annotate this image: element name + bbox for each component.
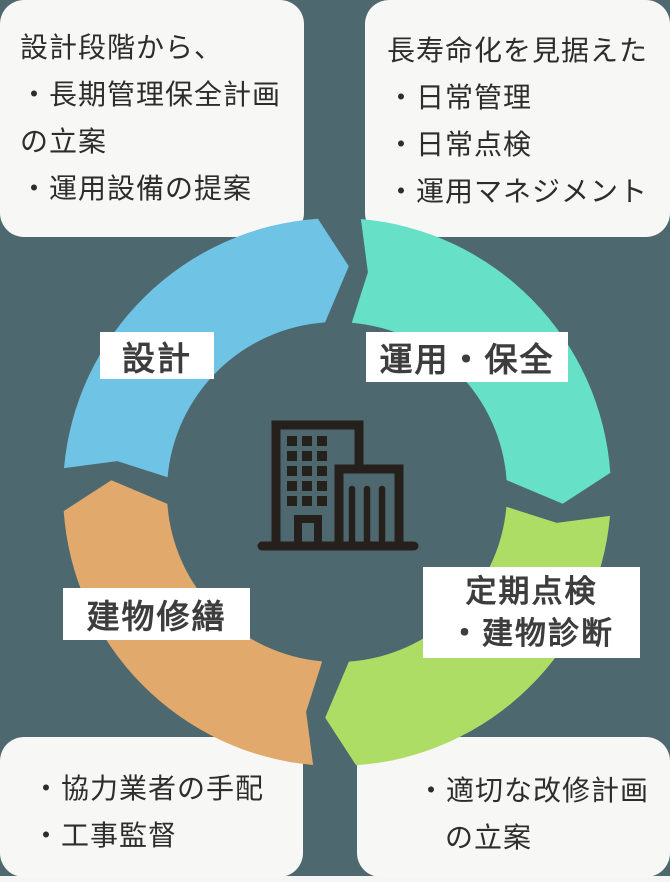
note-line: 設計段階から、 <box>20 32 224 63</box>
cycle-label-text: 設計 <box>122 339 192 377</box>
note-line: ・長期管理保全計画 <box>20 79 282 110</box>
note-line: ・運用マネジメント <box>387 176 649 207</box>
note-line: ・日常点検 <box>387 129 533 160</box>
note-card-operation: 長寿命化を見据えた ・日常管理 ・日常点検 ・運用マネジメント <box>365 0 670 237</box>
cycle-label-operation: 運用・保全 <box>366 332 568 382</box>
cycle-label-repair: 建物修繕 <box>63 588 250 640</box>
note-line: の立案 <box>445 822 533 853</box>
cycle-label-text: ・建物診断 <box>449 615 614 651</box>
building-window-grid <box>287 436 327 506</box>
page-bottom-strip <box>0 876 670 882</box>
note-line: ・日常管理 <box>387 82 533 113</box>
cycle-label-text: 建物修繕 <box>86 598 227 635</box>
note-card-inspection: ・適切な改修計画 の立案 <box>357 737 670 877</box>
note-line: 長寿命化を見据えた <box>387 35 649 66</box>
cycle-label-inspection: 定期点検 ・建物診断 <box>423 567 640 658</box>
cycle-label-text: 定期点検 <box>465 573 598 609</box>
note-line: ・協力業者の手配 <box>32 773 265 804</box>
note-line: ・工事監督 <box>32 820 178 851</box>
note-line: ・運用設備の提案 <box>20 173 253 204</box>
note-card-design: 設計段階から、 ・長期管理保全計画 の立案 ・運用設備の提案 <box>0 0 304 237</box>
note-line: ・適切な改修計画 <box>417 775 650 806</box>
building-right-windows <box>348 485 386 546</box>
note-line: の立案 <box>20 126 108 157</box>
cycle-label-text: 運用・保全 <box>379 341 555 378</box>
cycle-label-design: 設計 <box>100 332 214 379</box>
note-card-repair: ・協力業者の手配 ・工事監督 <box>0 737 303 877</box>
building-icon <box>257 420 419 551</box>
